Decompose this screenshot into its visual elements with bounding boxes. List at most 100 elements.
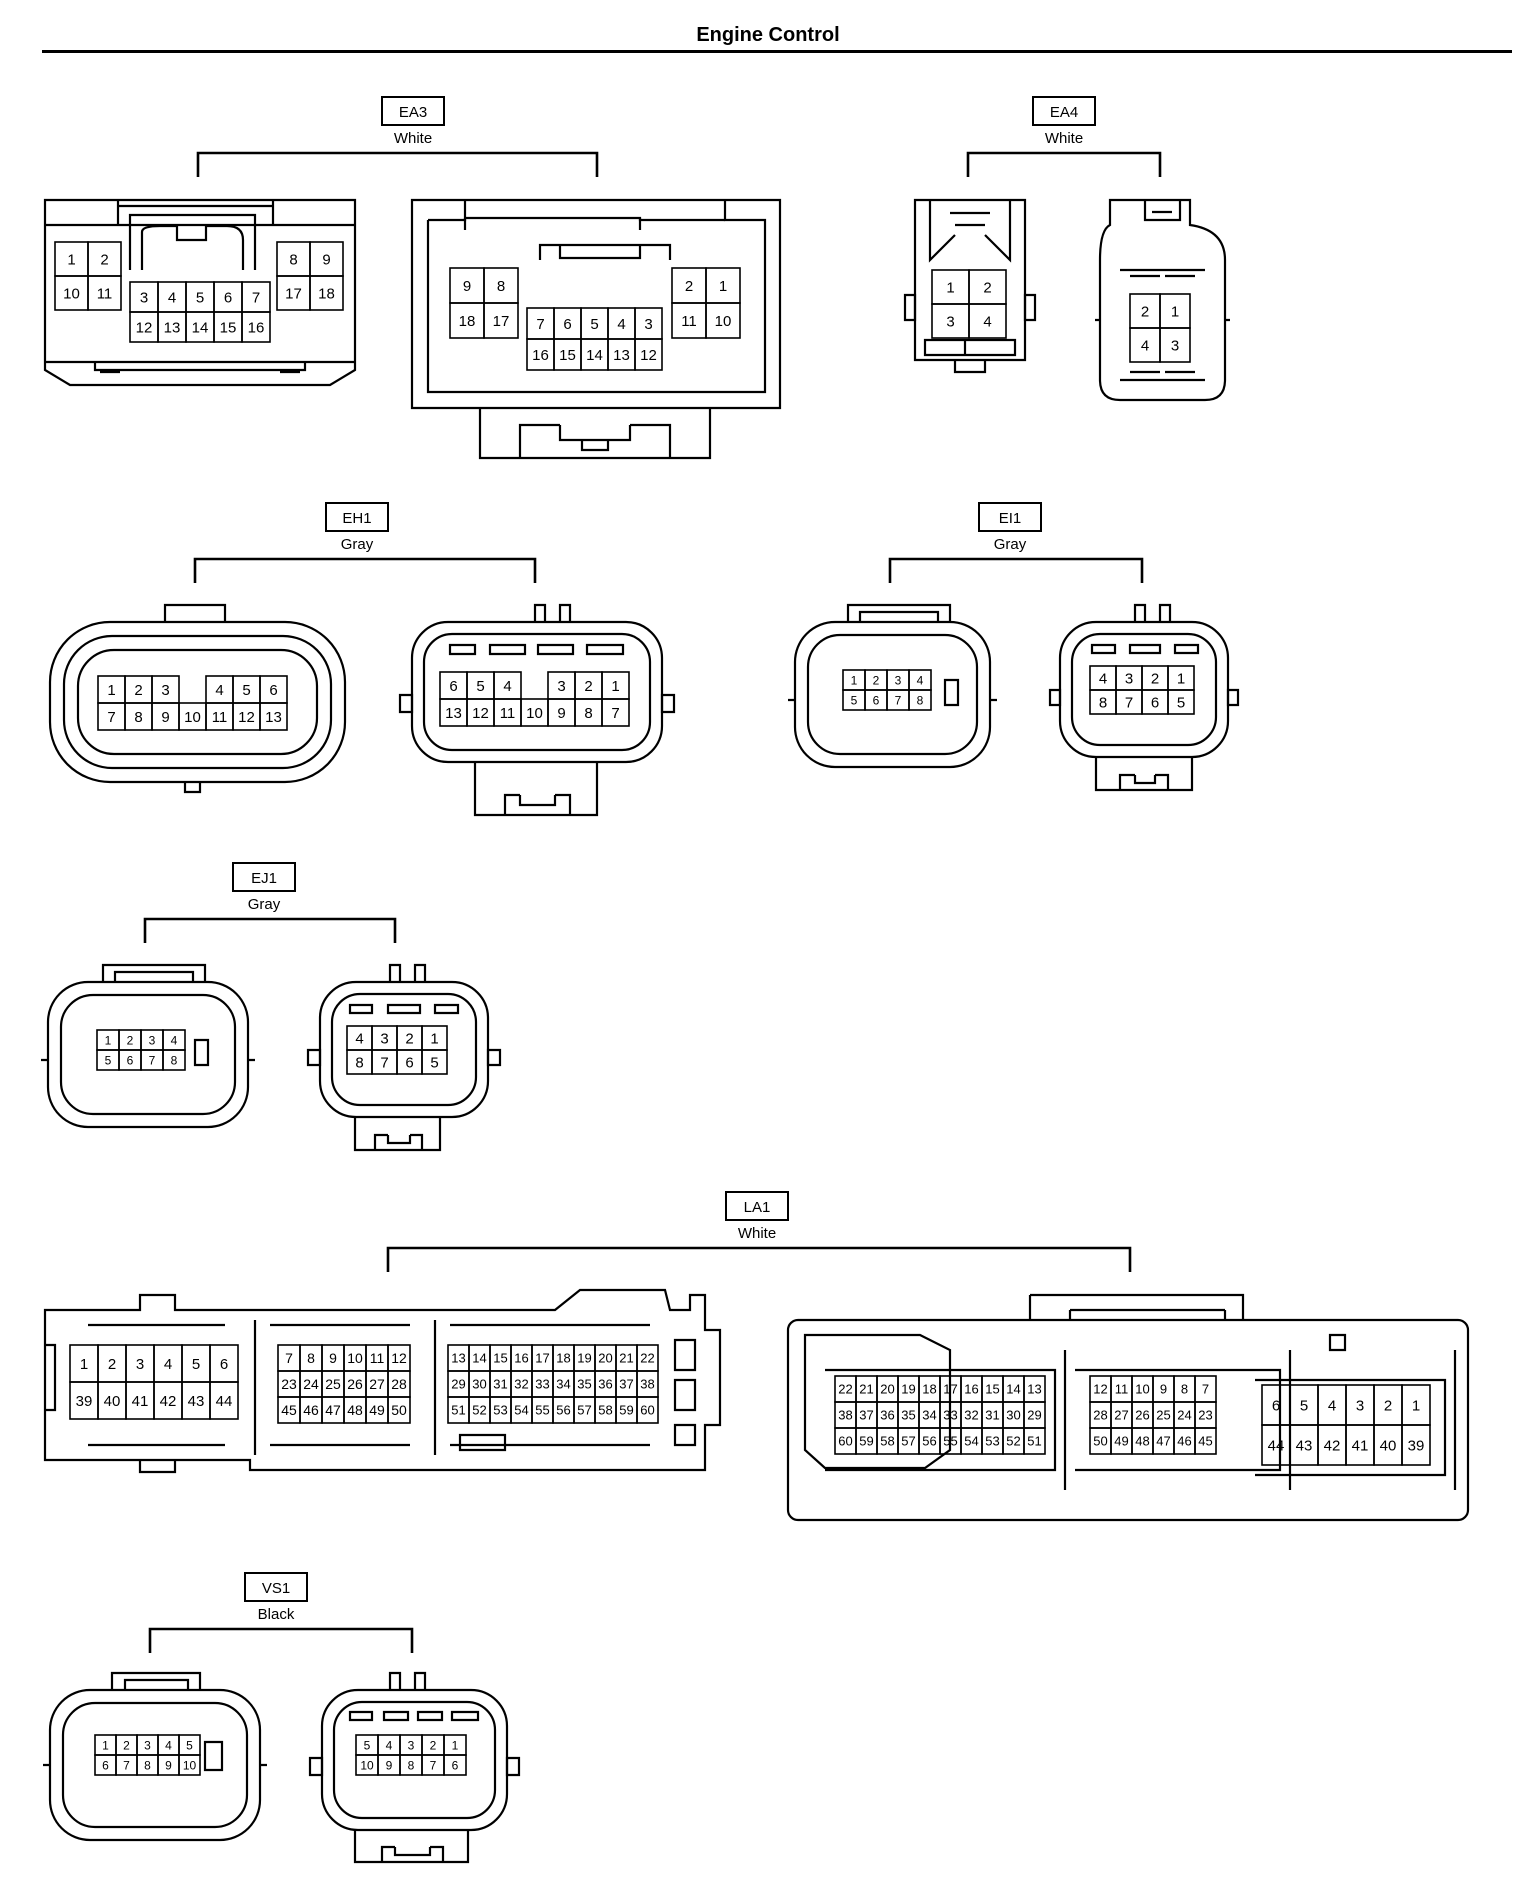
pin-number: 13	[1027, 1382, 1041, 1397]
pin-number: 30	[1006, 1408, 1020, 1423]
pin-number: 15	[559, 347, 576, 364]
pin-number: 3	[161, 682, 169, 699]
pin-number: 19	[901, 1382, 915, 1397]
pin-number: 42	[1324, 1437, 1341, 1454]
pin-number: 10	[360, 1758, 374, 1772]
connector-bracket	[148, 1627, 414, 1653]
pin-number: 8	[134, 709, 142, 726]
pin-number: 4	[164, 1356, 172, 1373]
pin-number: 53	[493, 1403, 507, 1418]
pin-cell	[483, 302, 519, 339]
pin-number: 48	[347, 1402, 363, 1418]
connector-code: EI1	[999, 510, 1022, 527]
pin-number: 32	[964, 1408, 978, 1423]
pin-number: 7	[149, 1053, 156, 1067]
pin-number: 50	[1093, 1434, 1107, 1449]
pin-cell	[421, 1049, 448, 1075]
pin-cell	[309, 275, 344, 311]
connector-code-box	[325, 502, 389, 532]
pin-number: 25	[325, 1376, 341, 1392]
pin-number: 34	[556, 1377, 570, 1392]
pin-number: 12	[472, 705, 489, 722]
pin-number: 9	[161, 709, 169, 726]
pin-number: 14	[192, 319, 209, 336]
pin-number: 10	[347, 1350, 363, 1366]
connector-color: Gray	[248, 896, 281, 913]
pin-number: 3	[380, 1030, 388, 1047]
pin-number: 16	[964, 1382, 978, 1397]
pin-number: 12	[640, 347, 657, 364]
pin-number: 3	[1356, 1397, 1364, 1414]
pin-number: 37	[619, 1377, 633, 1392]
pin-number: 5	[476, 678, 484, 695]
pin-number: 4	[215, 682, 223, 699]
pin-number: 46	[303, 1402, 319, 1418]
pin-number: 4	[1141, 337, 1149, 354]
pin-number: 54	[514, 1403, 528, 1418]
pin-number: 43	[1296, 1437, 1313, 1454]
connector-code-box	[232, 862, 296, 892]
pin-number: 33	[943, 1408, 957, 1423]
connector-bracket	[196, 151, 599, 177]
connector-color: Gray	[994, 536, 1027, 553]
connector-bracket	[888, 557, 1144, 583]
pin-number: 8	[1181, 1382, 1188, 1397]
pin-number: 8	[307, 1350, 315, 1366]
pin-number: 28	[1093, 1408, 1107, 1423]
pin-number: 4	[503, 678, 511, 695]
pin-number: 10	[1135, 1382, 1149, 1397]
pin-number: 38	[640, 1377, 654, 1392]
pin-cell	[1401, 1424, 1431, 1466]
pin-number: 18	[556, 1351, 570, 1366]
pin-number: 49	[369, 1402, 385, 1418]
pin-number: 22	[640, 1351, 654, 1366]
pin-cell	[634, 338, 663, 371]
pin-number: 22	[838, 1382, 852, 1397]
pin-number: 2	[873, 673, 880, 687]
pin-number: 3	[1125, 670, 1133, 687]
pin-number: 4	[1328, 1397, 1336, 1414]
pin-number: 6	[1151, 694, 1159, 711]
pin-number: 1	[67, 251, 75, 268]
pin-number: 8	[289, 251, 297, 268]
pin-number: 43	[188, 1393, 205, 1410]
pin-number: 29	[451, 1377, 465, 1392]
pin-number: 4	[168, 289, 176, 306]
connector-bracket	[143, 917, 397, 943]
pin-number: 32	[514, 1377, 528, 1392]
pin-number: 14	[1006, 1382, 1020, 1397]
pin-number: 5	[364, 1738, 371, 1752]
pin-number: 47	[1156, 1434, 1170, 1449]
pin-number: 55	[943, 1434, 957, 1449]
connector-code: EA4	[1050, 104, 1078, 121]
pin-cell	[705, 302, 741, 339]
pin-cell	[178, 1754, 201, 1776]
pin-number: 17	[285, 285, 302, 302]
pin-number: 5	[1177, 694, 1185, 711]
pin-number: 8	[497, 278, 505, 295]
pin-number: 2	[430, 1738, 437, 1752]
pin-number: 51	[451, 1403, 465, 1418]
pin-number: 3	[144, 1738, 151, 1752]
pin-number: 34	[922, 1408, 936, 1423]
pin-number: 2	[1141, 303, 1149, 320]
connector-color: Black	[258, 1606, 295, 1623]
pin-number: 6	[269, 682, 277, 699]
pin-number: 40	[1380, 1437, 1397, 1454]
pin-number: 12	[1093, 1382, 1107, 1397]
pin-number: 7	[285, 1350, 293, 1366]
